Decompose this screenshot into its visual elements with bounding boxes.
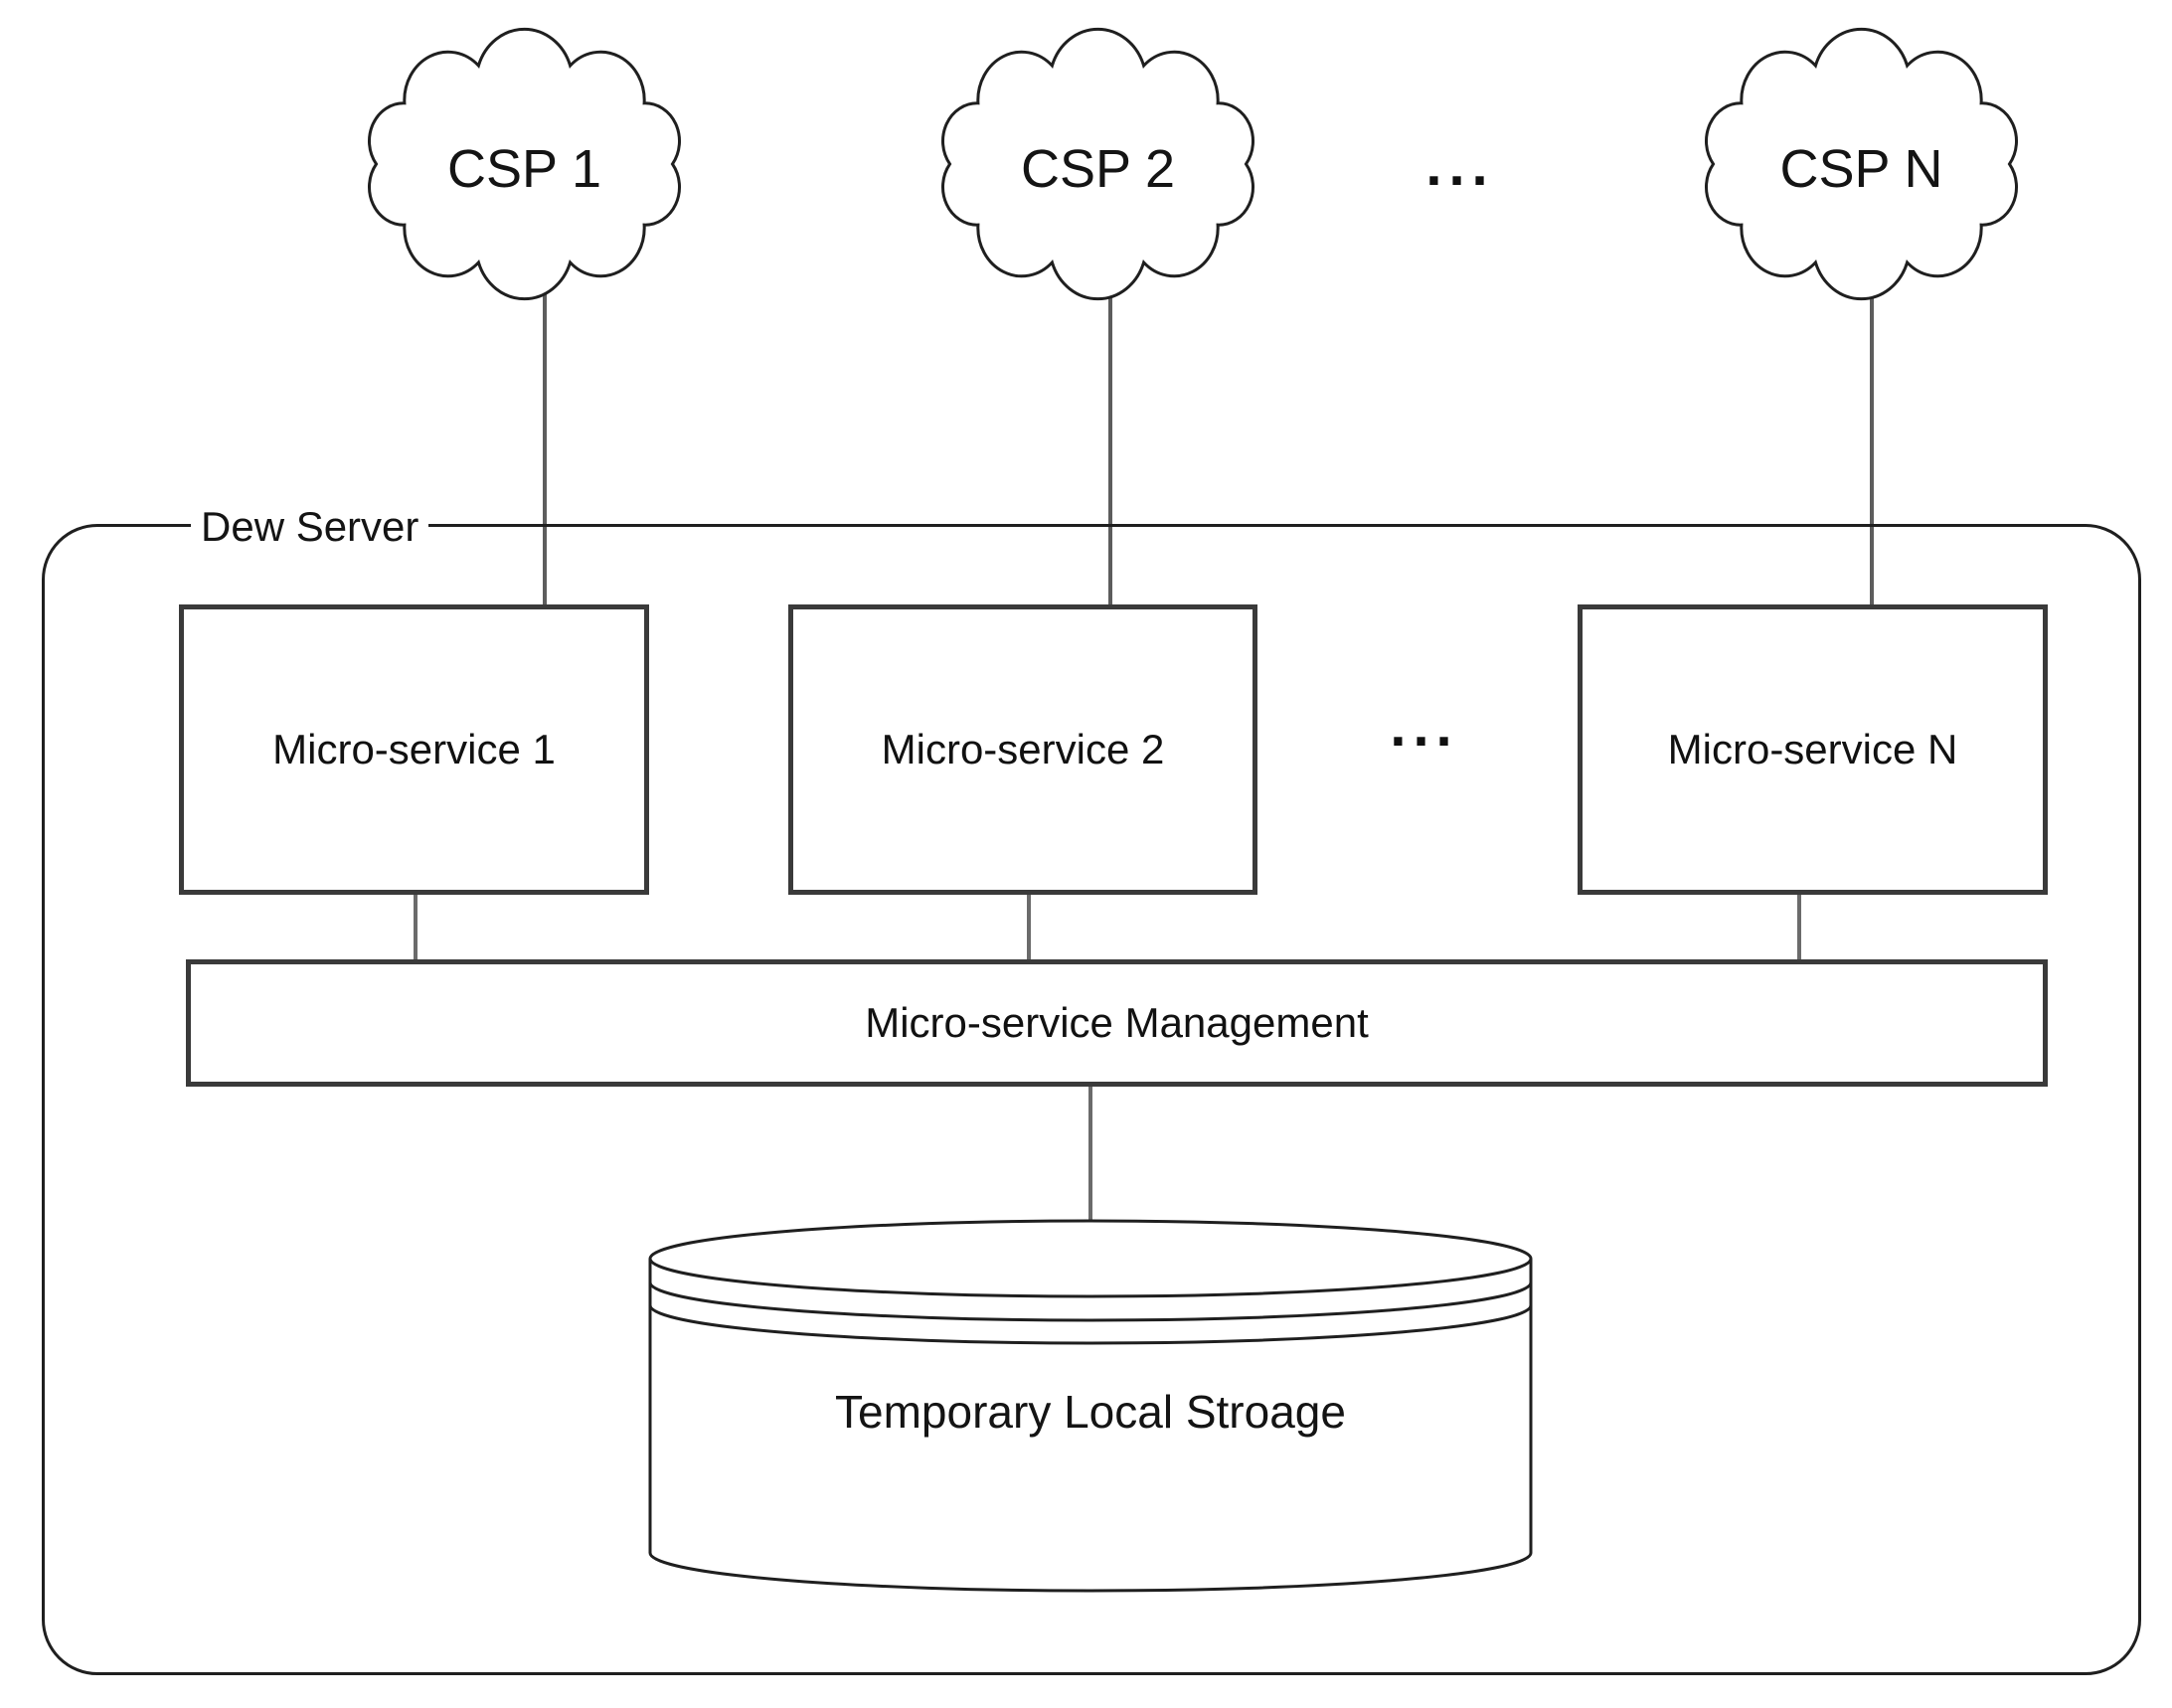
cloud-ellipsis: ... bbox=[1425, 133, 1495, 198]
cloud-label-csp1: CSP 1 bbox=[446, 139, 602, 199]
storage-label: Temporary Local Stroage bbox=[835, 1386, 1346, 1438]
dew-server-label: Dew Server bbox=[191, 501, 429, 553]
micro-service-n-box: Micro-service N bbox=[1578, 604, 2048, 895]
storage-cylinder bbox=[648, 1219, 1533, 1593]
cloud-shape-csp2 bbox=[942, 29, 1253, 298]
cloud-shape-cspn bbox=[1706, 29, 2016, 298]
micro-service-1-box: Micro-service 1 bbox=[179, 604, 649, 895]
storage-cylinder-top bbox=[648, 1219, 1533, 1298]
dew-server-container bbox=[42, 524, 2141, 1675]
micro-service-2-box: Micro-service 2 bbox=[788, 604, 1257, 895]
micro-service-2-label: Micro-service 2 bbox=[881, 726, 1165, 772]
storage-cylinder-rim-1 bbox=[648, 1281, 1533, 1322]
cloud-shape-csp1 bbox=[369, 29, 679, 298]
service-ellipsis: ... bbox=[1390, 694, 1459, 759]
storage-cylinder-rim-2 bbox=[648, 1304, 1533, 1345]
cloud-label-csp2: CSP 2 bbox=[1020, 139, 1176, 199]
micro-service-1-label: Micro-service 1 bbox=[272, 726, 556, 772]
micro-service-management-label: Micro-service Management bbox=[865, 999, 1369, 1046]
cloud-label-cspn: CSP N bbox=[1779, 139, 1943, 199]
storage-cylinder-body bbox=[648, 1259, 1533, 1593]
micro-service-n-label: Micro-service N bbox=[1667, 726, 1958, 772]
micro-service-management-bar: Micro-service Management bbox=[186, 959, 2048, 1087]
